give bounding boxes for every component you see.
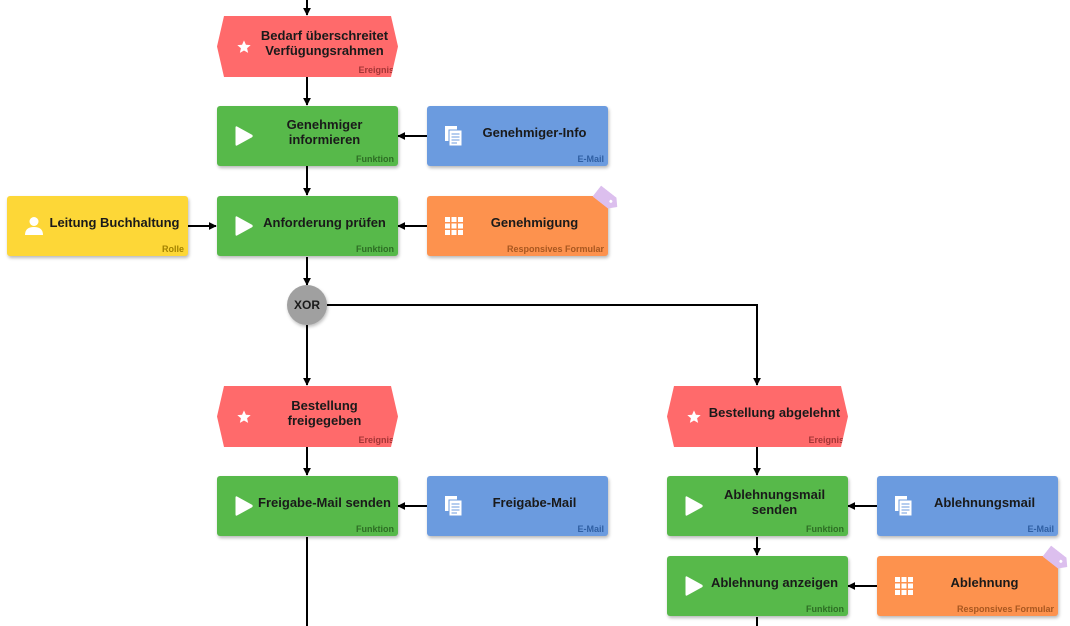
function-freigabe-mail-senden[interactable]: Freigabe-Mail senden Funktion: [217, 476, 398, 536]
node-label: Bestellung abgelehnt: [708, 405, 841, 420]
node-type-label: E-Mail: [577, 154, 604, 164]
person-icon: [23, 215, 45, 237]
function-genehmiger-informieren[interactable]: Genehmiger informieren Funktion: [217, 106, 398, 166]
node-label: Genehmiger informieren: [286, 117, 363, 147]
node-label: Ablehnungsmail: [933, 494, 1036, 510]
node-label: Bedarf überschreitet Verfügungsrahmen: [260, 27, 389, 58]
node-type-label: E-Mail: [577, 524, 604, 534]
form-ablehnung[interactable]: Ablehnung Responsives Formular: [877, 556, 1058, 616]
node-type-label: Funktion: [356, 244, 394, 254]
grid-icon: [443, 215, 465, 237]
node-type-label: E-Mail: [1027, 524, 1054, 534]
node-label: Leitung Buchhaltung: [49, 214, 180, 230]
function-anforderung-pruefen[interactable]: Anforderung prüfen Funktion: [217, 196, 398, 256]
play-icon: [683, 495, 705, 517]
document-icon: [893, 495, 915, 517]
node-type-label: Responsives Formular: [506, 244, 604, 254]
node-type-label: Ereignis: [358, 65, 394, 75]
star-icon: [233, 36, 255, 58]
star-icon: [683, 406, 705, 428]
node-label: Ablehnungsmail senden: [723, 487, 826, 517]
star-icon: [233, 406, 255, 428]
event-bestellung-freigegeben[interactable]: Bestellung freigegeben Ereignis: [217, 386, 398, 447]
node-label: Freigabe-Mail: [492, 494, 577, 510]
role-leitung-buchhaltung[interactable]: Leitung Buchhaltung Rolle: [7, 196, 188, 256]
play-icon: [233, 215, 255, 237]
node-label: Genehmiger-Info: [482, 124, 587, 140]
play-icon: [233, 125, 255, 147]
document-icon: [443, 495, 465, 517]
document-icon: [443, 125, 465, 147]
node-label: Bestellung freigegeben: [287, 397, 362, 428]
node-label: Freigabe-Mail senden: [258, 494, 391, 510]
node-type-label: Funktion: [356, 154, 394, 164]
node-type-label: Responsives Formular: [956, 604, 1054, 614]
node-type-label: Rolle: [161, 244, 184, 254]
gateway-label: XOR: [293, 298, 320, 312]
node-type-label: Funktion: [356, 524, 394, 534]
email-genehmiger-info[interactable]: Genehmiger-Info E-Mail: [427, 106, 608, 166]
email-freigabe-mail[interactable]: Freigabe-Mail E-Mail: [427, 476, 608, 536]
function-ablehnungsmail-senden[interactable]: Ablehnungsmail senden Funktion: [667, 476, 848, 536]
play-icon: [233, 495, 255, 517]
node-type-label: Funktion: [806, 604, 844, 614]
node-type-label: Ereignis: [808, 435, 844, 445]
node-label: Ablehnung anzeigen: [710, 574, 839, 590]
function-ablehnung-anzeigen[interactable]: Ablehnung anzeigen Funktion: [667, 556, 848, 616]
node-type-label: Ereignis: [358, 435, 394, 445]
form-genehmigung[interactable]: Genehmigung Responsives Formular: [427, 196, 608, 256]
grid-icon: [893, 575, 915, 597]
node-label: Genehmigung: [490, 214, 579, 230]
node-type-label: Funktion: [806, 524, 844, 534]
edge-xor-to-abgelehnt: [327, 304, 761, 386]
node-label: Ablehnung: [950, 574, 1019, 590]
node-label: Anforderung prüfen: [263, 214, 386, 230]
xor-gateway[interactable]: XOR: [287, 285, 327, 325]
event-bedarf-ueberschreitet[interactable]: Bedarf überschreitet Verfügungsrahmen Er…: [217, 16, 398, 77]
play-icon: [683, 575, 705, 597]
email-ablehnungsmail[interactable]: Ablehnungsmail E-Mail: [877, 476, 1058, 536]
event-bestellung-abgelehnt[interactable]: Bestellung abgelehnt Ereignis: [667, 386, 848, 447]
